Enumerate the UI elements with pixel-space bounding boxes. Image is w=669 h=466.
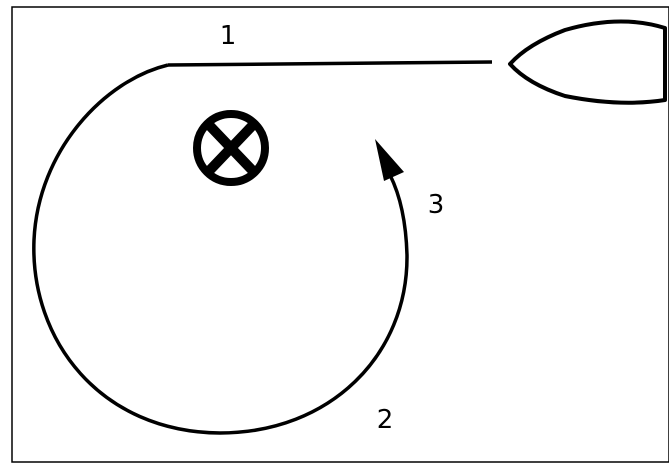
path-segment-1 xyxy=(167,60,493,67)
circled-x-marker-icon xyxy=(193,110,269,186)
path-segment-2-loop xyxy=(32,63,409,435)
direction-arrowhead xyxy=(375,139,404,181)
diagram-frame xyxy=(11,6,669,463)
label-step-2: 2 xyxy=(377,405,394,435)
label-step-1: 1 xyxy=(220,21,237,51)
label-step-3: 3 xyxy=(428,190,445,220)
boat-icon xyxy=(508,19,667,105)
